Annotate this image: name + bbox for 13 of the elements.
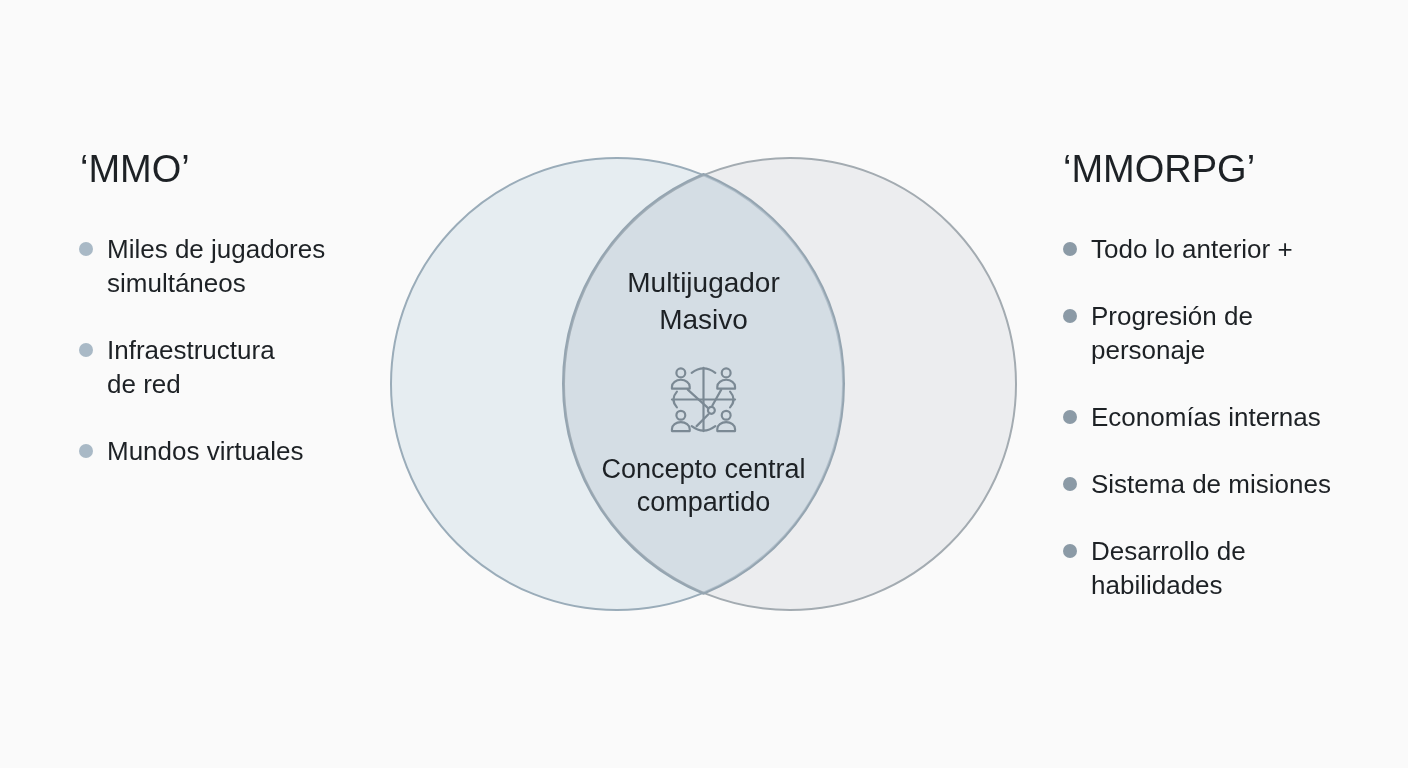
set-title: ‘MMO’ bbox=[80, 147, 190, 192]
overlap-description: Concepto central compartido bbox=[600, 453, 807, 519]
bullet-text: Progresión de personaje bbox=[1091, 300, 1254, 367]
bullet-text: Economías internas bbox=[1091, 401, 1321, 434]
bullet-text: Desarrollo de habilidades bbox=[1091, 535, 1247, 602]
bullet-text: Todo lo anterior + bbox=[1091, 233, 1293, 266]
bullet-text: Sistema de misiones bbox=[1091, 468, 1331, 501]
bullet-text: Miles de jugadores simultáneos bbox=[107, 233, 327, 300]
bullet-text: Mundos virtuales bbox=[107, 435, 304, 468]
venn-overlap bbox=[563, 174, 844, 594]
overlap-title: Multijugador Masivo bbox=[626, 266, 781, 337]
set-title: ‘MMORPG’ bbox=[1063, 147, 1256, 192]
bullet-text: Infraestructura de red bbox=[107, 334, 276, 401]
